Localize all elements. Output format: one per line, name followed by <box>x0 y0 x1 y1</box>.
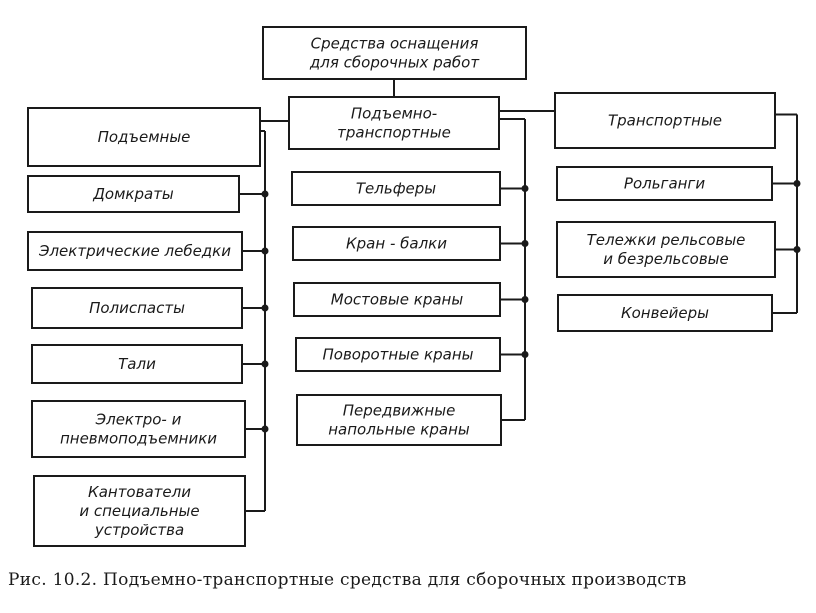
center-group-box-frame <box>288 96 500 150</box>
center-junction-dot <box>521 240 529 247</box>
left-item-box-label: Кантователи <box>88 483 191 501</box>
right-group-box-label: Транспортные <box>608 112 722 130</box>
root-box-label: для сборочных работ <box>309 54 480 72</box>
right-junction-dot <box>793 180 801 187</box>
left-item-box-frame <box>31 400 246 458</box>
left-junction-dot <box>261 304 269 312</box>
right-item-box-label: Рольганги <box>624 175 705 193</box>
left-item-box: Полиспасты <box>31 287 243 329</box>
center-item-box: Кран - балки <box>292 226 501 261</box>
center-item-box: Тельферы <box>291 171 501 206</box>
left-item-box-label: Электрические лебедки <box>38 242 231 260</box>
center-item-box-frame <box>293 282 501 317</box>
left-junction-dot <box>261 425 269 433</box>
center-item-box-frame <box>295 337 501 372</box>
left-item-box-frame <box>27 231 243 271</box>
left-item-box-label: и специальные <box>79 502 199 520</box>
center-junction-dot <box>521 351 529 358</box>
left-item-box: Домкраты <box>27 175 240 213</box>
left-item-box-label: Полиспасты <box>89 299 185 317</box>
right-item-box-label: Тележки рельсовые <box>587 231 746 249</box>
center-item-box-frame <box>292 226 501 261</box>
root-box-frame <box>262 26 527 80</box>
center-group-box-label: Подъемно- <box>351 105 437 123</box>
center-item-box: Мостовые краны <box>293 282 501 317</box>
right-junction-dot <box>793 246 801 253</box>
center-item-box-label: Поворотные краны <box>323 346 474 364</box>
center-item-box-frame <box>291 171 501 206</box>
left-item-box-label: Электро- и <box>95 411 182 429</box>
center-junction-dot <box>521 185 529 192</box>
right-item-box-label: и безрельсовые <box>603 250 729 268</box>
left-junction-dot <box>261 247 269 255</box>
left-group-box: Подъемные <box>27 107 261 167</box>
right-item-box-label: Конвейеры <box>621 304 709 322</box>
figure-caption: Рис. 10.2. Подъемно-транспортные средств… <box>8 570 687 590</box>
center-group-box-label: транспортные <box>337 124 451 142</box>
center-item-box-label: Тельферы <box>356 180 436 198</box>
left-item-box-label: Домкраты <box>92 185 174 203</box>
right-item-box-frame <box>557 294 773 332</box>
left-junction-dot <box>261 360 269 368</box>
left-item-box: Тали <box>31 344 243 384</box>
center-junction-dot <box>521 296 529 303</box>
left-item-box-label: Тали <box>118 355 156 373</box>
right-group-box: Транспортные <box>554 92 776 149</box>
left-group-box-frame <box>27 107 261 167</box>
root-box-label: Средства оснащения <box>311 35 479 53</box>
left-junction-dot <box>261 190 269 198</box>
left-item-box-frame <box>33 475 246 547</box>
left-item-box-frame <box>31 287 243 329</box>
center-item-box-label: Кран - балки <box>346 235 447 253</box>
center-group-box: Подъемно-транспортные <box>288 96 500 150</box>
center-item-box-label: Мостовые краны <box>331 291 464 309</box>
left-item-box-label: устройства <box>94 521 184 539</box>
right-group-box-frame <box>554 92 776 149</box>
center-item-box-frame <box>296 394 502 446</box>
right-item-box: Рольганги <box>556 166 773 201</box>
left-item-box: Электрические лебедки <box>27 231 243 271</box>
right-item-box: Конвейеры <box>557 294 773 332</box>
center-item-box-label: напольные краны <box>328 421 470 439</box>
left-item-box-label: пневмоподъемники <box>60 430 217 448</box>
center-item-box-label: Передвижные <box>343 402 456 420</box>
left-item-box-frame <box>31 344 243 384</box>
connector-lines <box>239 79 801 512</box>
left-item-box-frame <box>27 175 240 213</box>
center-item-box: Поворотные краны <box>295 337 501 372</box>
right-item-box-frame <box>556 221 776 278</box>
right-item-box-frame <box>556 166 773 201</box>
left-group-box-label: Подъемные <box>98 128 191 146</box>
